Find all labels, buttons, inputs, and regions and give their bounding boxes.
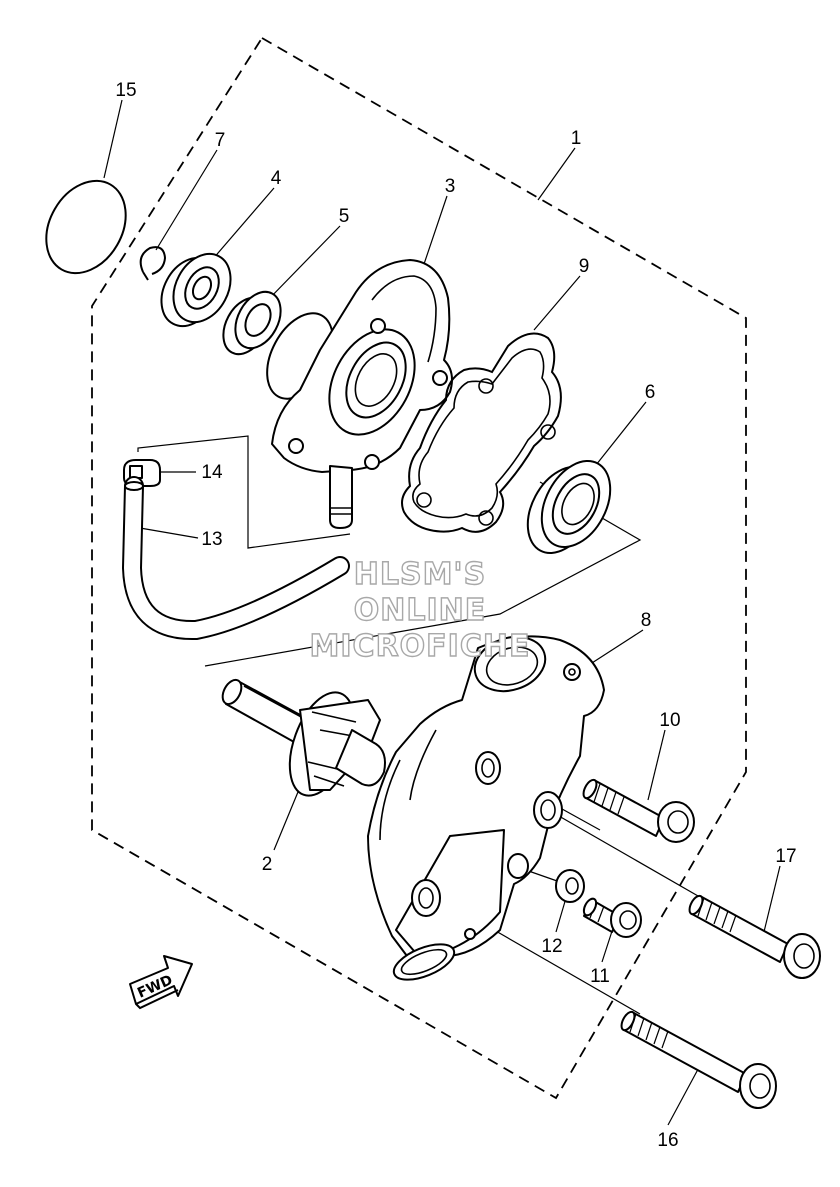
callout-15: 15 (115, 80, 136, 101)
callout-6: 6 (645, 382, 656, 403)
callout-1: 1 (571, 128, 582, 149)
leader-lines (103, 99, 781, 1126)
oil-seal-6 (526, 460, 612, 554)
hose-13 (121, 476, 350, 641)
fwd-arrow: FWD (129, 955, 193, 1010)
impeller-shaft-2 (221, 678, 386, 797)
housing-cover-3 (266, 259, 453, 529)
callout-14: 14 (201, 462, 223, 483)
bolt-11 (582, 897, 642, 938)
watermark-line-3: MICROFICHE (310, 629, 531, 664)
callout-17: 17 (775, 846, 796, 867)
pump-housing-8 (367, 635, 605, 981)
circlip-7 (139, 246, 167, 281)
callout-2: 2 (262, 854, 273, 875)
callout-9: 9 (579, 256, 590, 277)
watermark-line-1: HLSM'S (354, 557, 486, 592)
callout-3: 3 (445, 176, 456, 197)
callout-11: 11 (590, 966, 610, 987)
callout-8: 8 (641, 610, 652, 631)
o-ring-15 (45, 179, 127, 275)
bolt-10 (582, 778, 695, 843)
part-callouts: 1 2 3 4 5 6 7 8 9 10 11 12 13 14 15 16 1… (115, 80, 796, 1151)
callout-5: 5 (339, 206, 350, 227)
bolt-16 (620, 1010, 777, 1109)
callout-16: 16 (657, 1130, 678, 1151)
assembly-boundary (91, 36, 747, 1100)
callout-4: 4 (271, 168, 282, 189)
callout-13: 13 (201, 529, 222, 550)
callout-10: 10 (659, 710, 680, 731)
bolt-17 (688, 894, 821, 979)
callout-12: 12 (541, 936, 562, 957)
watermark: HLSM'S ONLINE MICROFICHE (309, 556, 531, 664)
callout-7: 7 (215, 130, 226, 151)
washer-12 (555, 869, 585, 903)
bearing-4 (160, 252, 232, 328)
watermark-line-2: ONLINE (354, 593, 487, 628)
gasket-9 (401, 332, 562, 533)
oil-seal-5 (222, 290, 282, 356)
